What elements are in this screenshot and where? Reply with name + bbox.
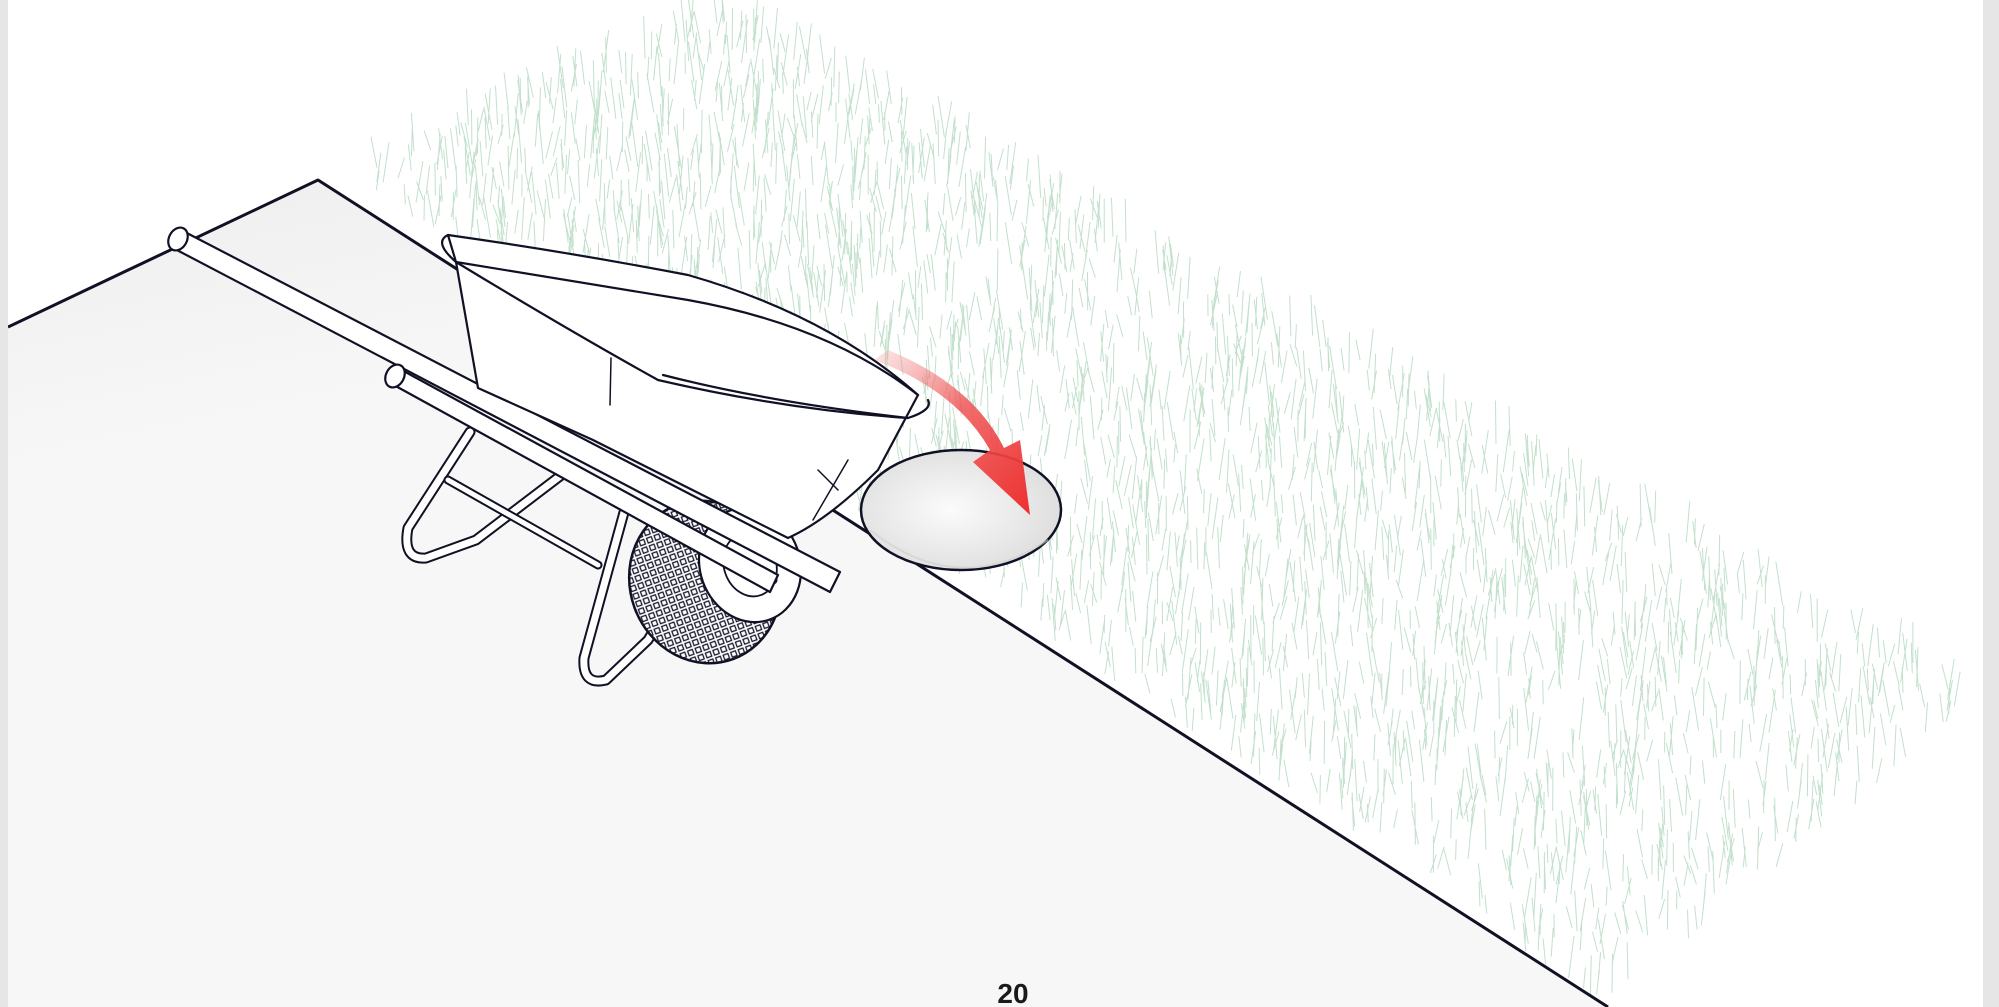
document-page: 20 — [8, 0, 1983, 1007]
instruction-illustration — [8, 0, 1983, 1007]
material-pile-icon — [861, 450, 1061, 570]
page-number: 20 — [8, 978, 1983, 1007]
